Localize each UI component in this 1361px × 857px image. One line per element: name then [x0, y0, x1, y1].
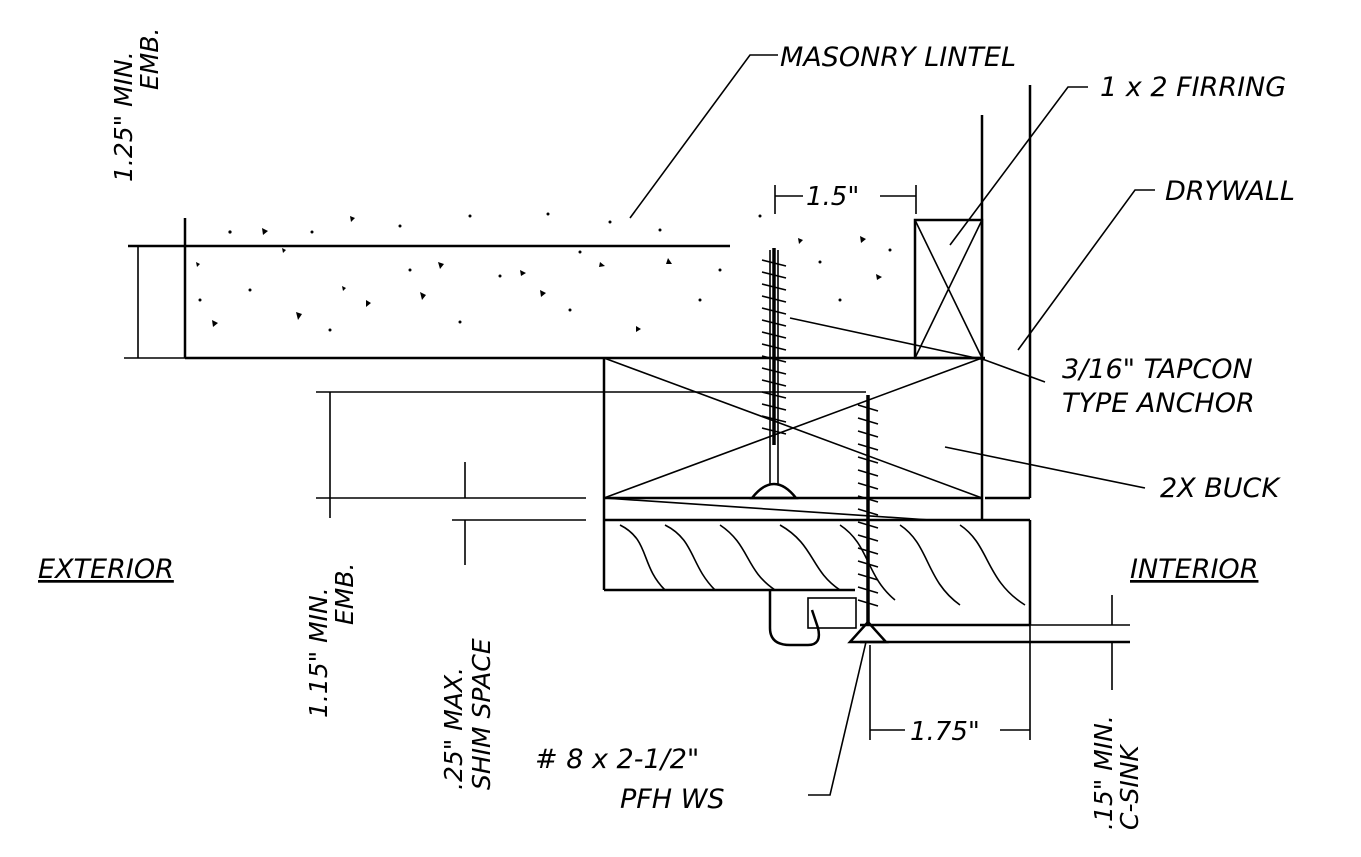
label-firring: 1 x 2 FIRRING	[1100, 72, 1286, 103]
label-masonry-lintel: MASONRY LINTEL	[780, 42, 1016, 73]
drywall	[980, 85, 1032, 520]
label-exterior: EXTERIOR	[38, 554, 174, 585]
label-screw-line2: PFH WS	[620, 784, 725, 815]
dim-top-emb-line1: 1.25" MIN.	[109, 51, 138, 182]
label-tapcon-line2: TYPE ANCHOR	[1062, 388, 1255, 419]
leader-lines	[629, 54, 1155, 796]
label-drywall: DRYWALL	[1165, 176, 1295, 207]
glazing-clip	[768, 590, 821, 647]
window-frame	[602, 497, 1130, 647]
wood-grain	[619, 524, 1026, 606]
dim-top-emb-line2: EMB.	[135, 28, 164, 90]
dim-buck-emb-line1: 1.15" MIN.	[304, 587, 333, 718]
dim-shim-line2: SHIM SPACE	[467, 638, 496, 790]
dim-csink-line2: C-SINK	[1115, 743, 1144, 830]
wood-buck	[602, 357, 983, 520]
label-tapcon-line1: 3/16" TAPCON	[1062, 354, 1253, 385]
label-buck: 2X BUCK	[1160, 473, 1281, 504]
dim-firring-offset: 1.5"	[806, 182, 859, 212]
dim-shim-line1: .25" MAX.	[439, 667, 468, 790]
firring-strip	[913, 218, 984, 360]
dim-frame-depth: 1.75"	[910, 717, 980, 747]
dim-buck-emb-line2: EMB.	[330, 563, 359, 625]
concrete-stipple	[196, 212, 892, 332]
tapcon-anchor	[749, 248, 799, 500]
label-screw-line1: # 8 x 2-1/2"	[535, 744, 699, 775]
dim-csink-line1: .15" MIN.	[1089, 715, 1118, 830]
masonry-lintel	[128, 212, 985, 360]
frame-screw	[847, 395, 889, 644]
label-interior: INTERIOR	[1130, 554, 1258, 585]
dimension-lines	[124, 185, 1130, 740]
